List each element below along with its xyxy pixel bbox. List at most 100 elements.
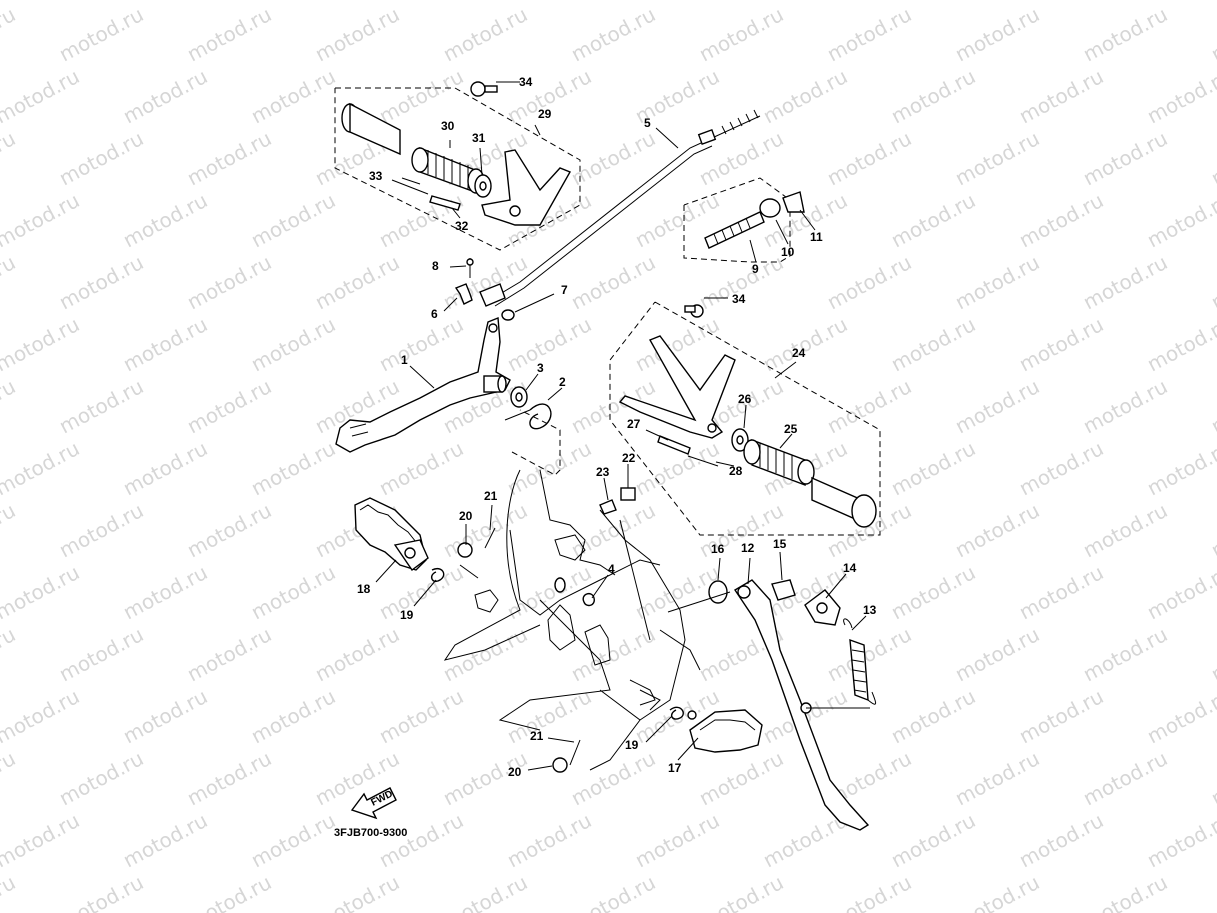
- watermark-text: motod.ru: [55, 250, 147, 314]
- watermark-text: motod.ru: [119, 312, 211, 376]
- callout-30: 30: [441, 119, 455, 133]
- watermark-text: motod.ru: [1207, 498, 1217, 562]
- drawing: FWD 3FJB700-9300: [334, 81, 881, 839]
- callout-23: 23: [596, 465, 610, 479]
- watermark-text: motod.ru: [439, 498, 531, 562]
- adjuster-assembly: [683, 177, 805, 263]
- watermark-text: motod.ru: [887, 64, 979, 128]
- watermark-text: motod.ru: [1079, 746, 1171, 810]
- watermark-text: motod.ru: [759, 312, 851, 376]
- callout-33: 33: [369, 169, 383, 183]
- watermark-text: motod.ru: [887, 560, 979, 624]
- watermark-text: motod.ru: [119, 808, 211, 872]
- watermark-text: motod.ru: [1079, 2, 1171, 66]
- watermark-text: motod.ru: [1143, 808, 1217, 872]
- watermark-text: motod.ru: [0, 374, 19, 438]
- watermark-text: motod.ru: [247, 684, 339, 748]
- callout-11: 11: [810, 230, 823, 244]
- watermark-text: motod.ru: [0, 498, 19, 562]
- callout-7: 7: [561, 283, 568, 297]
- watermark-text: motod.ru: [951, 126, 1043, 190]
- watermark-text: motod.ru: [1015, 560, 1107, 624]
- watermark-text: motod.ru: [55, 374, 147, 438]
- watermark-text: motod.ru: [183, 374, 275, 438]
- watermark-text: motod.ru: [759, 188, 851, 252]
- watermark-text: motod.ru: [951, 374, 1043, 438]
- leader-lines: [375, 81, 870, 771]
- watermark-text: motod.ru: [823, 250, 915, 314]
- watermark-text: motod.ru: [0, 64, 83, 128]
- watermark-text: motod.ru: [503, 560, 595, 624]
- watermark-text: motod.ru: [0, 746, 19, 810]
- callout-25: 25: [784, 422, 798, 436]
- callout-4: 4: [608, 562, 615, 576]
- watermark-text: motod.ru: [375, 188, 467, 252]
- watermark-text: motod.ru: [247, 808, 339, 872]
- callout-34: 34: [732, 292, 746, 306]
- footrest-left: [354, 497, 496, 582]
- watermark-text: motod.ru: [55, 498, 147, 562]
- watermark-text: motod.ru: [1207, 126, 1217, 190]
- callout-5: 5: [644, 116, 651, 130]
- watermark-text: motod.ru: [1207, 622, 1217, 686]
- watermark-text: motod.ru: [1079, 870, 1171, 913]
- watermark-text: motod.ru: [311, 870, 403, 913]
- watermark-text: motod.ru: [55, 622, 147, 686]
- watermark-text: motod.ru: [567, 126, 659, 190]
- watermark-text: motod.ru: [1143, 0, 1217, 4]
- callout-6: 6: [431, 307, 438, 321]
- watermark-text: motod.ru: [695, 2, 787, 66]
- watermark-text: motod.ru: [1143, 560, 1217, 624]
- rear-footrest-left-assembly: [334, 81, 581, 251]
- watermark-text: motod.ru: [951, 250, 1043, 314]
- watermark-text: motod.ru: [823, 374, 915, 438]
- watermark-text: motod.ru: [567, 250, 659, 314]
- watermark-text: motod.ru: [183, 746, 275, 810]
- watermark-text: motod.ru: [1207, 374, 1217, 438]
- watermark-text: motod.ru: [1143, 684, 1217, 748]
- callout-26: 26: [738, 392, 752, 406]
- watermark-text: motod.ru: [1207, 250, 1217, 314]
- watermark-text: motod.ru: [567, 870, 659, 913]
- callout-10: 10: [781, 245, 795, 259]
- watermark-text: motod.ru: [247, 188, 339, 252]
- callout-18: 18: [357, 582, 371, 596]
- watermark-text: motod.ru: [0, 622, 19, 686]
- callout-19: 19: [400, 608, 414, 622]
- watermark-text: motod.ru: [1015, 312, 1107, 376]
- watermark-text: motod.ru: [0, 126, 19, 190]
- watermark-text: motod.ru: [375, 560, 467, 624]
- diagram-code: 3FJB700-9300: [334, 827, 407, 839]
- watermark-text: motod.ru: [887, 808, 979, 872]
- watermark-text: motod.ru: [823, 2, 915, 66]
- watermark-text: motod.ru: [567, 622, 659, 686]
- callout-21: 21: [484, 489, 498, 503]
- watermark-text: motod.ru: [759, 64, 851, 128]
- callout-19: 19: [625, 738, 639, 752]
- callout-15: 15: [773, 537, 787, 551]
- callouts: 34 30 31 29 33 32 5 8 6 7 1 3 2 9 10 11 …: [357, 75, 877, 779]
- callout-14: 14: [843, 561, 857, 575]
- callout-20: 20: [459, 509, 473, 523]
- watermark-text: motod.ru: [0, 312, 83, 376]
- watermark-text: motod.ru: [823, 870, 915, 913]
- watermark-text: motod.ru: [1015, 188, 1107, 252]
- watermark-text: motod.ru: [1015, 64, 1107, 128]
- callout-27: 27: [627, 417, 641, 431]
- watermark-text: motod.ru: [631, 808, 723, 872]
- brake-pedal: [335, 316, 511, 453]
- watermark-text: motod.ru: [887, 312, 979, 376]
- frame: [443, 469, 701, 771]
- watermark-text: motod.ru: [0, 2, 19, 66]
- watermark-text: motod.ru: [55, 870, 147, 913]
- watermark-text: motod.ru: [247, 64, 339, 128]
- footrest-right: [552, 689, 763, 773]
- watermark-text: motod.ru: [119, 684, 211, 748]
- watermark-text: motod.ru: [887, 188, 979, 252]
- watermark-text: motod.ru: [311, 250, 403, 314]
- watermark-text: motod.ru: [503, 436, 595, 500]
- watermark-text: motod.ru: [1143, 312, 1217, 376]
- sidestand: [708, 579, 877, 831]
- watermark-text: motod.ru: [1015, 808, 1107, 872]
